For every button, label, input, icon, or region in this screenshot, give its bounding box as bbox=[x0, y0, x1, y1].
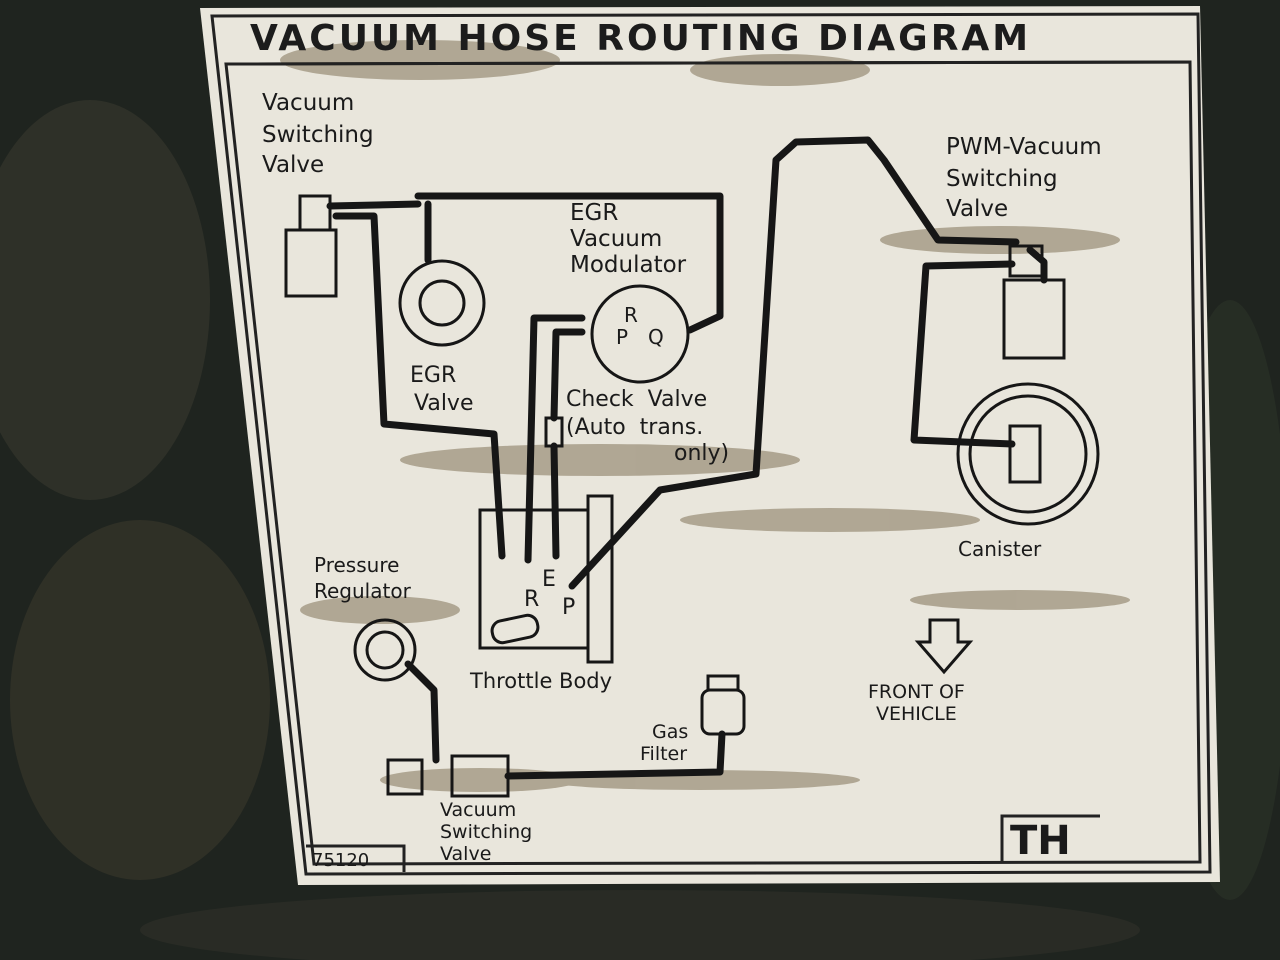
hose-tee-to-modulator-q bbox=[414, 192, 724, 334]
label-egr-modulator-line1: EGR bbox=[570, 200, 618, 226]
hose-vsv-to-tee bbox=[326, 200, 422, 210]
canister-inner bbox=[968, 394, 1088, 514]
label-vsv-lower-line2: Switching bbox=[440, 821, 532, 843]
label-gas-filter: Gas Filter bbox=[640, 721, 688, 765]
modulator-port-q: Q bbox=[648, 325, 664, 349]
label-pressure-regulator-line1: Pressure bbox=[314, 553, 399, 577]
hose-check-to-throttle bbox=[550, 442, 560, 560]
label-check-valve-line1: Check Valve bbox=[566, 387, 707, 412]
label-egr-modulator-line2: Vacuum bbox=[570, 226, 662, 252]
hoses bbox=[326, 136, 1048, 780]
throttle-port-p: P bbox=[562, 595, 575, 620]
modulator-port-p: P bbox=[616, 325, 628, 349]
label-egr-valve: EGR Valve bbox=[410, 363, 474, 416]
throttle-port-e: E bbox=[542, 567, 556, 592]
modulator-port-r: R bbox=[624, 303, 638, 327]
part-number-box bbox=[306, 844, 406, 872]
label-pressure-regulator-line2: Regulator bbox=[314, 579, 412, 603]
label-check-valve-line2: (Auto trans. bbox=[566, 415, 703, 440]
label-egr-valve-line2: Valve bbox=[414, 391, 474, 416]
front-arrow-icon bbox=[914, 618, 974, 675]
plate-border bbox=[210, 12, 1212, 876]
egr-valve-inner bbox=[418, 279, 466, 327]
label-egr-modulator-line3: Modulator bbox=[570, 252, 687, 278]
label-vsv-lower-line1: Vacuum bbox=[440, 799, 516, 821]
label-code: TH bbox=[1010, 818, 1071, 864]
egr-valve-outer bbox=[398, 259, 486, 347]
label-egr-valve-line1: EGR bbox=[410, 363, 456, 388]
title-rule bbox=[225, 60, 1191, 66]
label-plate bbox=[200, 6, 1220, 885]
background-grime bbox=[140, 890, 1140, 960]
hose-modulator-p-to-check bbox=[550, 328, 586, 422]
code-box bbox=[1000, 814, 1100, 862]
hose-vsv-to-throttle-r bbox=[332, 212, 506, 560]
label-front-line2: VEHICLE bbox=[876, 703, 957, 725]
label-pwm-vsv-line1: PWM-Vacuum bbox=[946, 134, 1102, 160]
pressure-regulator-inner bbox=[365, 630, 405, 670]
canister-outer bbox=[956, 382, 1100, 526]
hose-vsv-to-gas-filter bbox=[504, 730, 726, 780]
diagram-title: VACUUM HOSE ROUTING DIAGRAM bbox=[250, 18, 1031, 59]
pressure-regulator-outer bbox=[353, 618, 417, 682]
background-grime bbox=[0, 100, 210, 500]
egr-modulator-body bbox=[590, 284, 690, 384]
vsv-upper-fitting bbox=[298, 194, 332, 232]
gas-filter-cap bbox=[706, 674, 740, 692]
label-front-of-vehicle: FRONT OF VEHICLE bbox=[868, 681, 965, 725]
label-pwm-vsv: PWM-Vacuum Switching Valve bbox=[946, 134, 1102, 222]
label-canister: Canister bbox=[958, 537, 1042, 561]
label-vsv-upper-line1: Vacuum bbox=[262, 90, 354, 116]
label-egr-modulator: EGR Vacuum Modulator bbox=[570, 200, 687, 278]
background-grime bbox=[10, 520, 270, 880]
label-pwm-vsv-line2: Switching bbox=[946, 166, 1058, 192]
label-throttle-body: Throttle Body bbox=[469, 669, 612, 693]
label-gas-filter-line2: Filter bbox=[640, 743, 687, 765]
hose-regulator-to-vsv bbox=[404, 660, 440, 764]
label-gas-filter-line1: Gas bbox=[652, 721, 688, 743]
throttle-plate bbox=[490, 613, 540, 645]
label-check-valve-line3: only) bbox=[674, 441, 729, 466]
vsv-lower-left bbox=[386, 758, 424, 796]
canister-port-block bbox=[1008, 424, 1042, 484]
label-front-line1: FRONT OF bbox=[868, 681, 965, 703]
label-check-valve: Check Valve (Auto trans. only) bbox=[566, 387, 729, 466]
pwm-vsv-body bbox=[1002, 278, 1066, 360]
throttle-port-r: R bbox=[524, 587, 539, 612]
label-pwm-vsv-line3: Valve bbox=[946, 196, 1008, 222]
hose-modulator-r-to-throttle-e bbox=[524, 314, 586, 564]
throttle-body-flange bbox=[586, 494, 614, 664]
label-vsv-upper: Vacuum Switching Valve bbox=[262, 90, 374, 178]
label-vsv-upper-line2: Switching bbox=[262, 122, 374, 148]
label-part-number: 75120 bbox=[312, 850, 369, 871]
label-vsv-lower: Vacuum Switching Valve bbox=[440, 799, 532, 865]
label-pressure-regulator: Pressure Regulator bbox=[314, 553, 412, 603]
hose-pwm-vsv-to-canister bbox=[910, 260, 1016, 448]
hose-pwm-vsv-fitting bbox=[1026, 246, 1048, 284]
label-vsv-lower-line3: Valve bbox=[440, 843, 491, 865]
hose-throttle-p-to-pwm-vsv bbox=[568, 136, 1020, 590]
label-vsv-upper-line3: Valve bbox=[262, 152, 324, 178]
